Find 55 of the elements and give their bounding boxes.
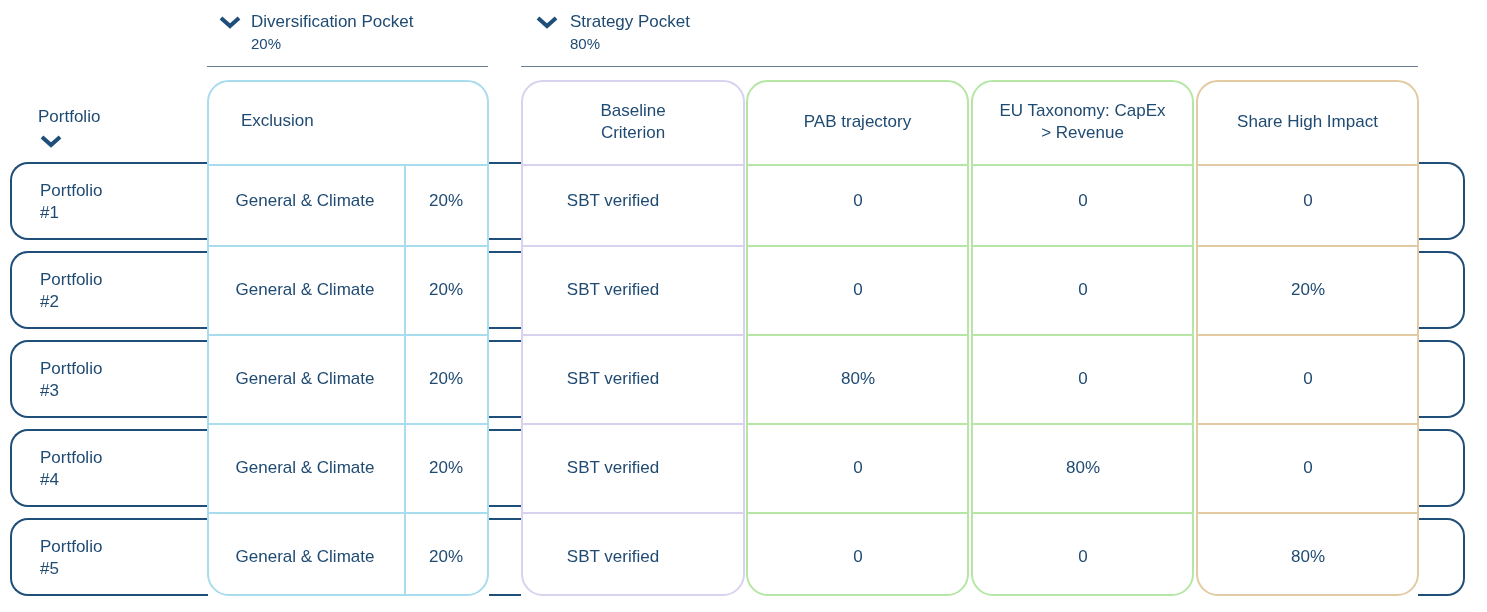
cell-value: 20% — [429, 368, 463, 390]
portfolio-band — [10, 429, 208, 507]
cell-value: SBT verified — [566, 457, 660, 479]
cell-value: SBT verified — [566, 190, 660, 212]
column-panel — [521, 80, 745, 596]
cell-value: 0 — [1078, 279, 1088, 301]
cell-value: SBT verified — [566, 546, 660, 568]
cell-value: 80% — [1291, 546, 1325, 568]
pocket-share: 80% — [570, 34, 601, 54]
cell-value: General & Climate — [235, 368, 375, 390]
portfolio-band — [10, 251, 208, 329]
cell-value: 0 — [1078, 546, 1088, 568]
cell-value: 0 — [853, 546, 863, 568]
cell-value: 80% — [841, 368, 875, 390]
portfolio-name: Portfolio #5 — [40, 536, 104, 580]
cell-value: 0 — [853, 190, 863, 212]
column-panel — [1196, 80, 1419, 596]
cell-value: 0 — [853, 279, 863, 301]
column-header: EU Taxonomy: CapEx > Revenue — [999, 100, 1166, 144]
cell-value: 0 — [1078, 190, 1088, 212]
column-panel — [207, 80, 489, 596]
cell-value: SBT verified — [566, 279, 660, 301]
cell-value: 0 — [1303, 368, 1313, 390]
pocket-heading: Diversification Pocket — [251, 11, 414, 33]
cell-value: 20% — [429, 190, 463, 212]
cell-value: 0 — [1303, 457, 1313, 479]
cell-value: 20% — [429, 457, 463, 479]
cell-value: 20% — [1291, 279, 1325, 301]
cell-value: General & Climate — [235, 190, 375, 212]
column-header: Baseline Criterion — [599, 100, 667, 144]
cell-value: SBT verified — [566, 368, 660, 390]
portfolio-name: Portfolio #1 — [40, 180, 104, 224]
cell-value: 0 — [1078, 368, 1088, 390]
column-header: Share High Impact — [1236, 111, 1379, 133]
portfolio-name: Portfolio #3 — [40, 358, 104, 402]
portfolio-band — [10, 340, 208, 418]
portfolio-band — [10, 162, 208, 240]
cell-value: 0 — [1303, 190, 1313, 212]
pocket-heading: Strategy Pocket — [570, 11, 690, 33]
portfolio-band — [10, 518, 208, 596]
column-header: Exclusion — [241, 110, 314, 132]
pocket-share: 20% — [251, 34, 282, 54]
cell-value: 80% — [1066, 457, 1100, 479]
cell-value: 0 — [853, 457, 863, 479]
axis-heading: Portfolio — [38, 106, 101, 128]
column-panel — [971, 80, 1194, 596]
portfolio-name: Portfolio #4 — [40, 447, 104, 491]
portfolio-name: Portfolio #2 — [40, 269, 104, 313]
cell-value: 20% — [429, 279, 463, 301]
cell-value: General & Climate — [235, 457, 375, 479]
cell-value: General & Climate — [235, 546, 375, 568]
column-panel — [746, 80, 969, 596]
cell-value: General & Climate — [235, 279, 375, 301]
column-header: PAB trajectory — [802, 111, 913, 133]
cell-value: 20% — [429, 546, 463, 568]
